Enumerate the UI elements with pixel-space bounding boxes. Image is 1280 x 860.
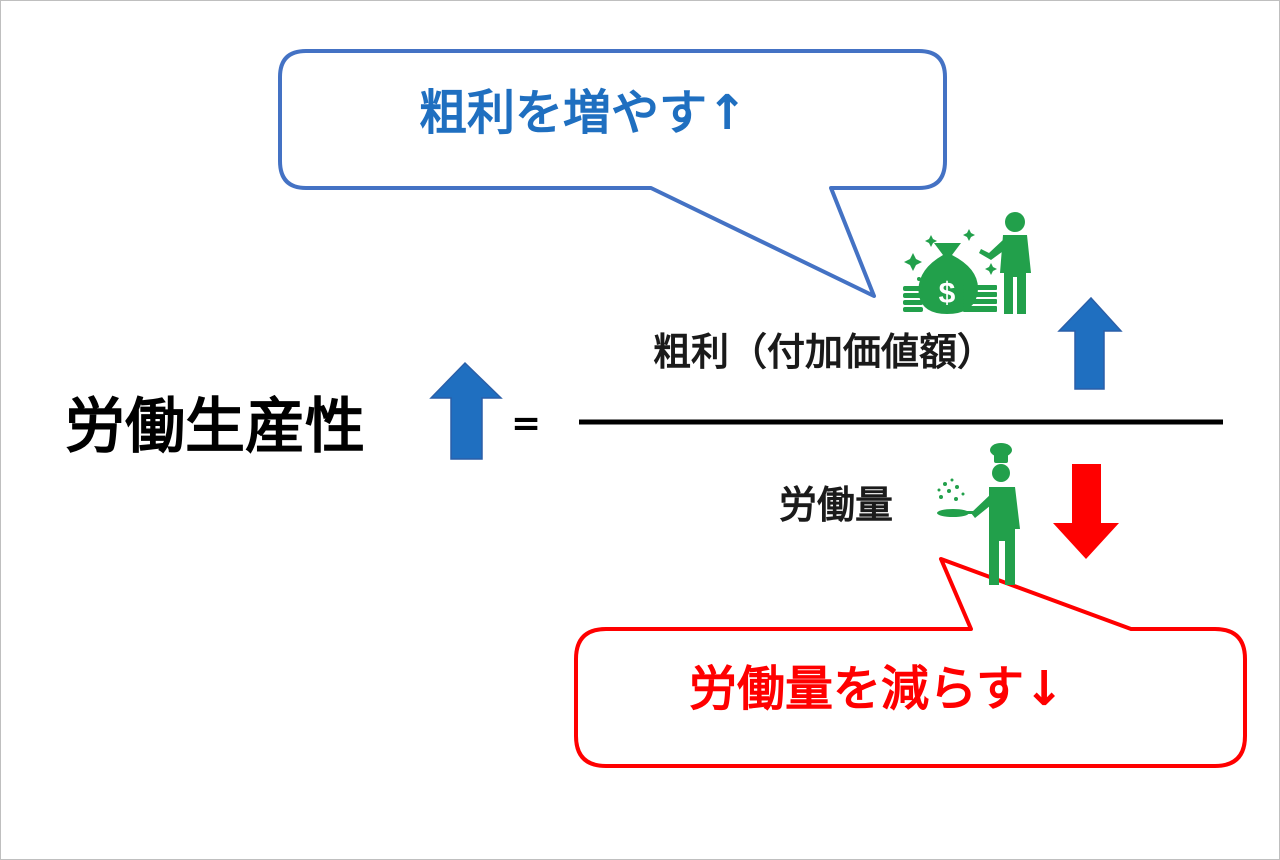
callout-bottom-text: 労働量を減らす↓ <box>689 661 1065 717</box>
arrow-up-icon <box>429 361 503 460</box>
svg-text:$: $ <box>939 277 956 310</box>
callout-top-bubble <box>278 49 947 298</box>
formula-numerator: 粗利（付加価値額） <box>653 330 996 374</box>
arrow-up-icon <box>1057 296 1123 390</box>
chef-cooking-icon <box>937 443 1020 585</box>
formula-lhs: 労働生産性 <box>65 392 365 462</box>
callout-bottom-bubble <box>574 557 1247 768</box>
formula-denominator: 労働量 <box>779 483 894 527</box>
money-businessman-icon: $ <box>903 212 1031 314</box>
callout-top-text: 粗利を増やす↑ <box>419 85 748 141</box>
formula-equals: = <box>511 403 542 444</box>
arrow-down-icon <box>1053 464 1119 559</box>
